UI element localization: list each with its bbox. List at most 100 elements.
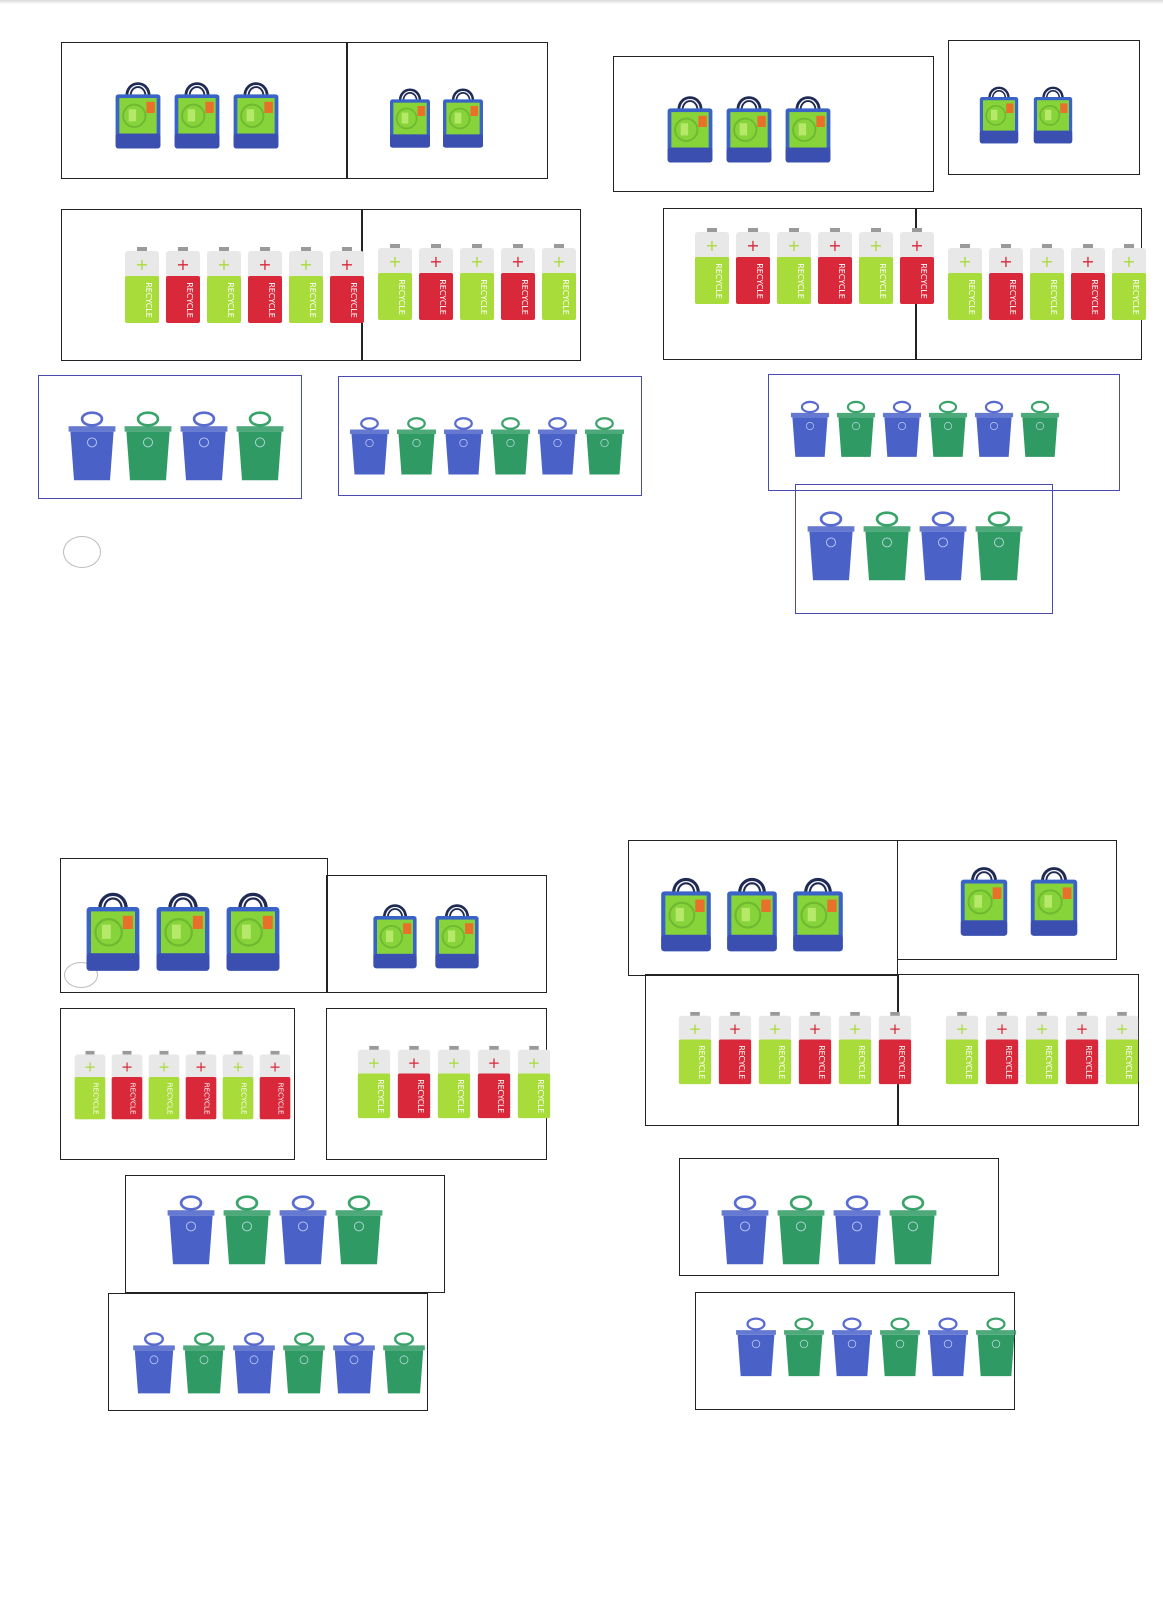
card-batteries-6[interactable] xyxy=(60,1008,295,1160)
recycle-bin-icon xyxy=(830,1192,884,1268)
recycle-bag-icon xyxy=(430,892,484,976)
svg-text:RECYCLE: RECYCLE xyxy=(796,263,805,299)
svg-text:RECYCLE: RECYCLE xyxy=(561,279,570,315)
recycle-bag-icon xyxy=(228,62,284,164)
recycle-bin-icon xyxy=(973,1310,1019,1384)
recycle-bag-icon xyxy=(368,892,422,976)
recycle-bin-icon xyxy=(280,1327,328,1399)
recycle-battery-icon: + RECYCLE xyxy=(515,1042,553,1124)
recycle-battery-icon: + RECYCLE xyxy=(355,1042,393,1124)
svg-text:+: + xyxy=(787,236,800,255)
recycle-bin-icon xyxy=(394,408,439,484)
svg-text:+: + xyxy=(1036,1020,1049,1038)
recycle-battery-icon: + RECYCLE xyxy=(327,245,367,327)
recycle-bag-icon xyxy=(169,62,225,164)
scan-mark xyxy=(63,536,101,568)
svg-text:RECYCLE: RECYCLE xyxy=(496,1079,505,1113)
svg-text:RECYCLE: RECYCLE xyxy=(817,1045,826,1079)
recycle-bin-icon xyxy=(332,1192,386,1268)
svg-text:RECYCLE: RECYCLE xyxy=(967,279,976,315)
recycle-bin-icon xyxy=(925,1310,971,1384)
recycle-bin-icon xyxy=(829,1310,875,1384)
recycle-bag-icon xyxy=(721,74,777,180)
scan-edge xyxy=(0,0,1163,4)
card-bags-2[interactable] xyxy=(948,40,1140,175)
svg-text:RECYCLE: RECYCLE xyxy=(166,1083,175,1115)
recycle-battery-icon: + RECYCLE xyxy=(498,242,538,324)
recycle-bin-icon xyxy=(804,508,858,584)
svg-text:+: + xyxy=(1081,252,1094,271)
svg-text:+: + xyxy=(195,1060,207,1076)
recycle-battery-icon: + RECYCLE xyxy=(836,1008,874,1090)
svg-text:+: + xyxy=(340,255,353,274)
recycle-battery-icon: + RECYCLE xyxy=(183,1045,219,1127)
card-bins-6[interactable] xyxy=(768,374,1120,491)
recycle-battery-icon: + RECYCLE xyxy=(945,242,985,324)
recycle-bin-icon xyxy=(972,508,1026,584)
card-bins-4[interactable] xyxy=(125,1175,445,1293)
recycle-bag-icon xyxy=(655,858,717,966)
recycle-battery-icon: + RECYCLE xyxy=(257,1045,293,1127)
svg-text:RECYCLE: RECYCLE xyxy=(1044,1045,1053,1079)
recycle-bin-icon xyxy=(781,1310,827,1384)
card-bags-3[interactable] xyxy=(60,858,328,993)
svg-text:+: + xyxy=(769,1020,782,1038)
card-bins-4[interactable] xyxy=(795,484,1053,614)
card-bins-6[interactable] xyxy=(695,1292,1015,1410)
recycle-bin-icon xyxy=(788,392,832,466)
recycle-battery-icon: + RECYCLE xyxy=(897,226,937,308)
recycle-bin-icon xyxy=(121,408,175,484)
recycle-bin-icon xyxy=(380,1327,428,1399)
svg-text:RECYCLE: RECYCLE xyxy=(456,1079,465,1113)
svg-text:+: + xyxy=(552,252,565,271)
svg-text:+: + xyxy=(121,1060,133,1076)
svg-text:+: + xyxy=(84,1060,96,1076)
recycle-bag-icon xyxy=(220,877,286,981)
recycle-battery-icon: + RECYCLE xyxy=(286,245,326,327)
card-bins-6[interactable] xyxy=(338,376,642,496)
card-bins-6[interactable] xyxy=(108,1293,428,1411)
card-bins-4[interactable] xyxy=(38,375,302,499)
svg-text:RECYCLE: RECYCLE xyxy=(203,1083,212,1115)
svg-text:+: + xyxy=(1040,252,1053,271)
svg-text:+: + xyxy=(488,1054,501,1072)
recycle-bin-icon xyxy=(164,1192,218,1268)
svg-text:RECYCLE: RECYCLE xyxy=(308,282,317,318)
svg-text:RECYCLE: RECYCLE xyxy=(1004,1045,1013,1079)
recycle-bin-icon xyxy=(972,392,1016,466)
svg-text:RECYCLE: RECYCLE xyxy=(777,1045,786,1079)
recycle-bag-icon xyxy=(150,877,216,981)
svg-text:RECYCLE: RECYCLE xyxy=(520,279,529,315)
recycle-bin-icon xyxy=(65,408,119,484)
svg-text:+: + xyxy=(889,1020,902,1038)
recycle-battery-icon: + RECYCLE xyxy=(163,245,203,327)
card-bins-4[interactable] xyxy=(679,1158,999,1276)
svg-text:RECYCLE: RECYCLE xyxy=(964,1045,973,1079)
card-bags-2[interactable] xyxy=(326,875,547,993)
recycle-bin-icon xyxy=(880,392,924,466)
recycle-battery-icon: + RECYCLE xyxy=(1027,242,1067,324)
recycle-bag-icon xyxy=(975,72,1023,154)
card-bags-2[interactable] xyxy=(346,42,548,179)
recycle-battery-icon: + RECYCLE xyxy=(774,226,814,308)
recycle-battery-icon: + RECYCLE xyxy=(416,242,456,324)
svg-text:RECYCLE: RECYCLE xyxy=(1008,279,1017,315)
recycle-battery-icon: + RECYCLE xyxy=(692,226,732,308)
recycle-battery-icon: + RECYCLE xyxy=(72,1045,108,1127)
svg-text:+: + xyxy=(408,1054,421,1072)
svg-text:+: + xyxy=(368,1054,381,1072)
recycle-bag-icon xyxy=(787,858,849,966)
svg-text:+: + xyxy=(1076,1020,1089,1038)
svg-text:+: + xyxy=(809,1020,822,1038)
card-bags-3[interactable] xyxy=(61,42,348,179)
svg-text:RECYCLE: RECYCLE xyxy=(479,279,488,315)
svg-text:+: + xyxy=(269,1060,281,1076)
recycle-bag-icon xyxy=(662,74,718,180)
card-bags-2[interactable] xyxy=(897,840,1117,960)
svg-text:+: + xyxy=(996,1020,1009,1038)
recycle-bin-icon xyxy=(441,408,486,484)
recycle-bin-icon xyxy=(582,408,627,484)
recycle-battery-icon: + RECYCLE xyxy=(457,242,497,324)
recycle-battery-icon: + RECYCLE xyxy=(109,1045,145,1127)
card-bags-3[interactable] xyxy=(613,56,934,192)
